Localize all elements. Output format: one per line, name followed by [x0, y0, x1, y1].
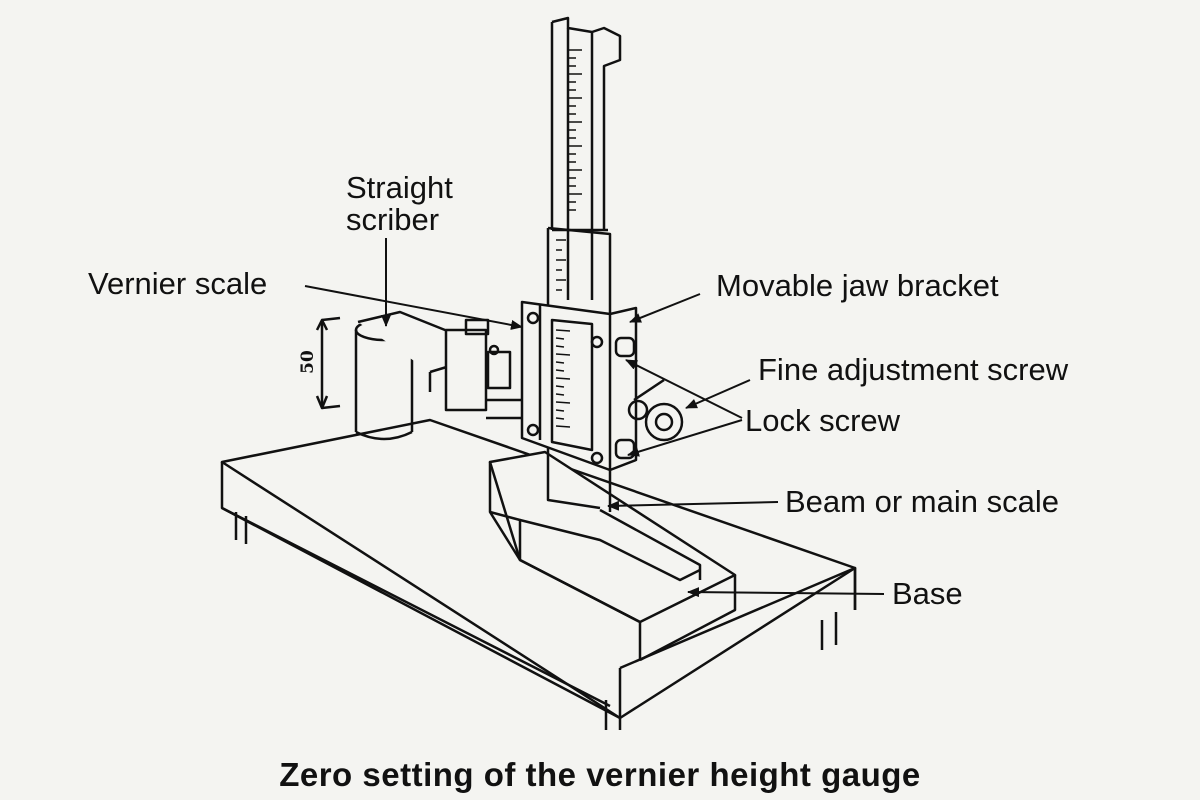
- base-block: [488, 450, 737, 662]
- screws-assembly: [614, 336, 684, 460]
- label-fine-adjustment-screw: Fine adjustment screw: [758, 352, 1069, 387]
- label-base: Base: [892, 576, 963, 611]
- vernier-ticks: [555, 329, 571, 428]
- leader-lines: [304, 238, 885, 598]
- label-lock-screw: Lock screw: [745, 403, 901, 438]
- label-vernier-scale: Vernier scale: [88, 266, 268, 301]
- vernier-slider-bracket: [520, 300, 638, 472]
- label-beam-main-scale: Beam or main scale: [785, 484, 1059, 519]
- label-scriber: scriber: [346, 202, 440, 237]
- diagram-caption: Zero setting of the vernier height gauge: [279, 756, 921, 793]
- dimension-50-label: 50: [297, 350, 318, 374]
- dimension-50-marker: [315, 316, 341, 410]
- label-straight: Straight: [346, 170, 453, 205]
- main-scale-ticks: [556, 49, 582, 291]
- straight-scriber-arm: [357, 310, 530, 420]
- label-movable-jaw-bracket: Movable jaw bracket: [716, 268, 999, 303]
